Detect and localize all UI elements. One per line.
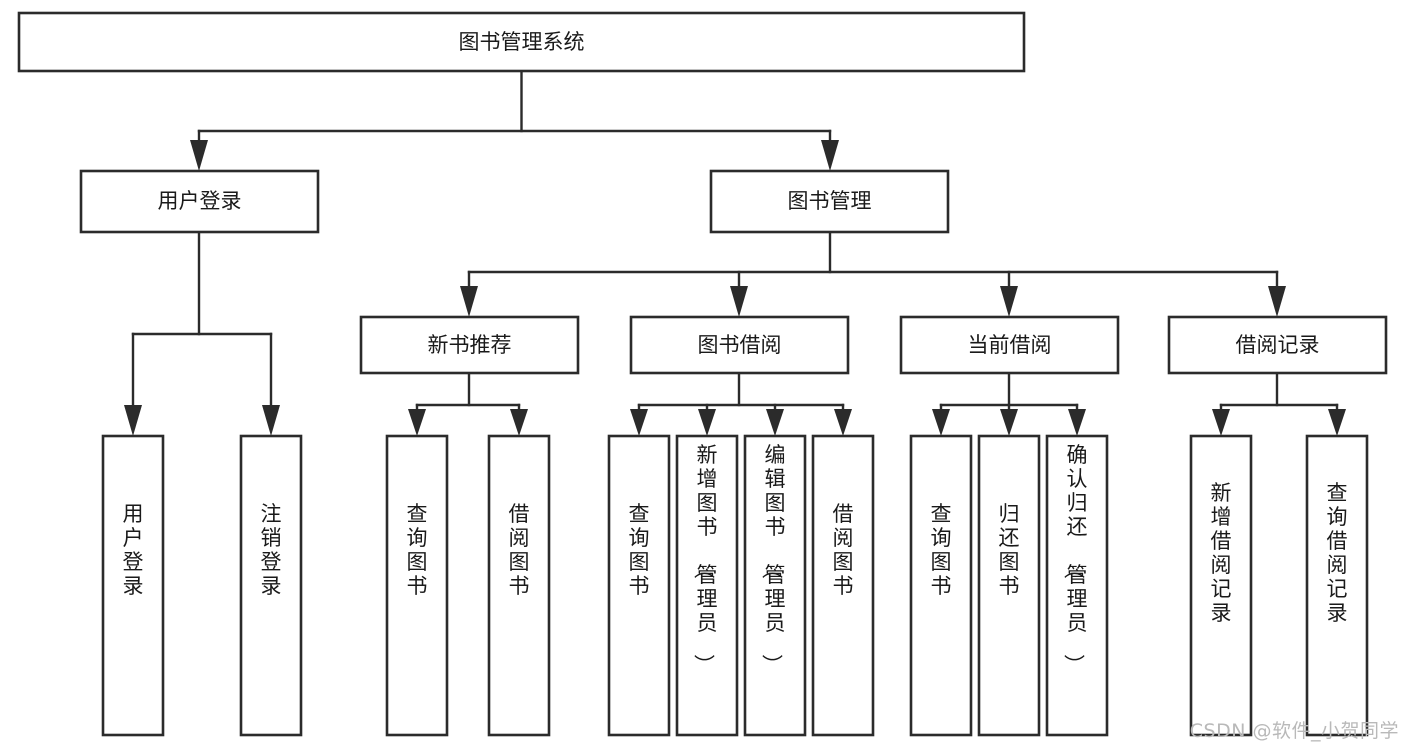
node-leaf-add-book-box[interactable] — [675, 434, 739, 737]
node-current-borrow[interactable]: 当前借阅 — [899, 315, 1120, 375]
node-leaf-query-book-1-label: 查询图书 — [407, 502, 428, 598]
connector-group-user-login — [124, 230, 280, 436]
node-leaf-query-book-2-label: 查询图书 — [629, 502, 650, 598]
connector-group-book-management — [460, 230, 1286, 317]
node-leaf-borrow-book-2-box[interactable] — [811, 434, 875, 737]
node-leaf-query-book-3[interactable]: 查询图书 — [909, 434, 973, 737]
node-book-management[interactable]: 图书管理 — [709, 169, 950, 234]
arrow-leaf-query-book-2 — [630, 409, 648, 436]
node-leaf-logout-login-label: 注销登录 — [261, 502, 282, 598]
arrow-leaf-user-login — [124, 405, 142, 436]
arrow-leaf-add-book — [698, 409, 716, 436]
node-leaf-borrow-book-1-label: 借阅图书 — [509, 502, 530, 598]
node-leaf-edit-book[interactable]: 编辑图书（管理员） — [743, 434, 807, 737]
node-leaf-user-login[interactable]: 用户登录 — [101, 434, 165, 737]
arrow-leaf-return-book — [1000, 409, 1018, 436]
node-leaf-add-book-label: 新增图书（管理员） — [692, 443, 718, 675]
node-root-box[interactable] — [17, 11, 1026, 73]
arrow-current-borrow — [1000, 286, 1018, 317]
node-user-login[interactable]: 用户登录 — [79, 169, 320, 234]
connector-group-book-borrow — [630, 371, 852, 436]
arrow-leaf-borrow-book-1 — [510, 409, 528, 436]
node-book-management-label: 图书管理 — [788, 189, 872, 213]
arrow-borrow-record — [1268, 286, 1286, 317]
arrow-new-book-recommend — [460, 286, 478, 317]
node-leaf-query-book-3-box[interactable] — [909, 434, 973, 737]
node-leaf-query-book-3-label: 查询图书 — [931, 502, 952, 598]
node-leaf-borrow-book-1-box[interactable] — [487, 434, 551, 737]
node-leaf-query-book-1-box[interactable] — [385, 434, 449, 737]
node-leaf-borrow-book-2[interactable]: 借阅图书 — [811, 434, 875, 737]
node-book-management-box[interactable] — [709, 169, 950, 234]
arrow-leaf-borrow-book-2 — [834, 409, 852, 436]
node-leaf-edit-book-label: 编辑图书（管理员） — [760, 443, 786, 675]
node-current-borrow-box[interactable] — [899, 315, 1120, 375]
node-root[interactable]: 图书管理系统 — [17, 11, 1026, 73]
node-leaf-add-record-box[interactable] — [1189, 434, 1253, 737]
arrow-leaf-add-record — [1212, 409, 1230, 436]
node-leaf-logout-login[interactable]: 注销登录 — [239, 434, 303, 737]
arrow-leaf-confirm-return — [1068, 409, 1086, 436]
node-new-book-recommend-box[interactable] — [359, 315, 580, 375]
arrow-leaf-query-record — [1328, 409, 1346, 436]
node-borrow-record[interactable]: 借阅记录 — [1167, 315, 1388, 375]
arrow-leaf-query-book-3 — [932, 409, 950, 436]
node-leaf-query-record-box[interactable] — [1305, 434, 1369, 737]
node-book-borrow-box[interactable] — [629, 315, 850, 375]
node-leaf-query-book-2[interactable]: 查询图书 — [607, 434, 671, 737]
arrow-user-login — [190, 140, 208, 171]
node-user-login-label: 用户登录 — [158, 189, 242, 213]
node-user-login-box[interactable] — [79, 169, 320, 234]
arrow-leaf-logout-login — [262, 405, 280, 436]
node-leaf-query-record[interactable]: 查询借阅记录 — [1305, 434, 1369, 737]
node-leaf-confirm-return-label: 确认归还（管理员） — [1062, 443, 1088, 675]
arrow-leaf-edit-book — [766, 409, 784, 436]
node-leaf-user-login-label: 用户登录 — [123, 502, 144, 598]
node-leaf-confirm-return[interactable]: 确认归还（管理员） — [1045, 434, 1109, 737]
node-leaf-logout-login-box[interactable] — [239, 434, 303, 737]
arrow-book-borrow — [730, 286, 748, 317]
node-new-book-recommend-label: 新书推荐 — [428, 333, 512, 357]
node-book-borrow-label: 图书借阅 — [698, 333, 782, 357]
node-book-borrow[interactable]: 图书借阅 — [629, 315, 850, 375]
node-leaf-borrow-book-1[interactable]: 借阅图书 — [487, 434, 551, 737]
arrow-book-management — [821, 140, 839, 171]
node-new-book-recommend[interactable]: 新书推荐 — [359, 315, 580, 375]
node-leaf-return-book-box[interactable] — [977, 434, 1041, 737]
connector-group-root — [190, 69, 839, 171]
node-leaf-edit-book-box[interactable] — [743, 434, 807, 737]
node-leaf-borrow-book-2-label: 借阅图书 — [833, 502, 854, 598]
connector-group-borrow-record — [1212, 371, 1346, 436]
node-leaf-add-record[interactable]: 新增借阅记录 — [1189, 434, 1253, 737]
node-borrow-record-box[interactable] — [1167, 315, 1388, 375]
arrow-leaf-query-book-1 — [408, 409, 426, 436]
node-leaf-query-book-2-box[interactable] — [607, 434, 671, 737]
node-leaf-user-login-box[interactable] — [101, 434, 165, 737]
node-leaf-add-book[interactable]: 新增图书（管理员） — [675, 434, 739, 737]
node-leaf-confirm-return-box[interactable] — [1045, 434, 1109, 737]
node-leaf-add-record-label: 新增借阅记录 — [1211, 481, 1232, 625]
connector-group-current-borrow — [932, 371, 1086, 436]
node-leaf-query-record-label: 查询借阅记录 — [1327, 481, 1348, 625]
node-current-borrow-label: 当前借阅 — [968, 333, 1052, 357]
node-leaf-query-book-1[interactable]: 查询图书 — [385, 434, 449, 737]
node-borrow-record-label: 借阅记录 — [1236, 333, 1320, 357]
connector-group-new-book-recommend — [408, 371, 528, 436]
node-root-label: 图书管理系统 — [459, 30, 585, 54]
node-leaf-return-book-label: 归还图书 — [999, 502, 1020, 598]
node-leaf-return-book[interactable]: 归还图书 — [977, 434, 1041, 737]
